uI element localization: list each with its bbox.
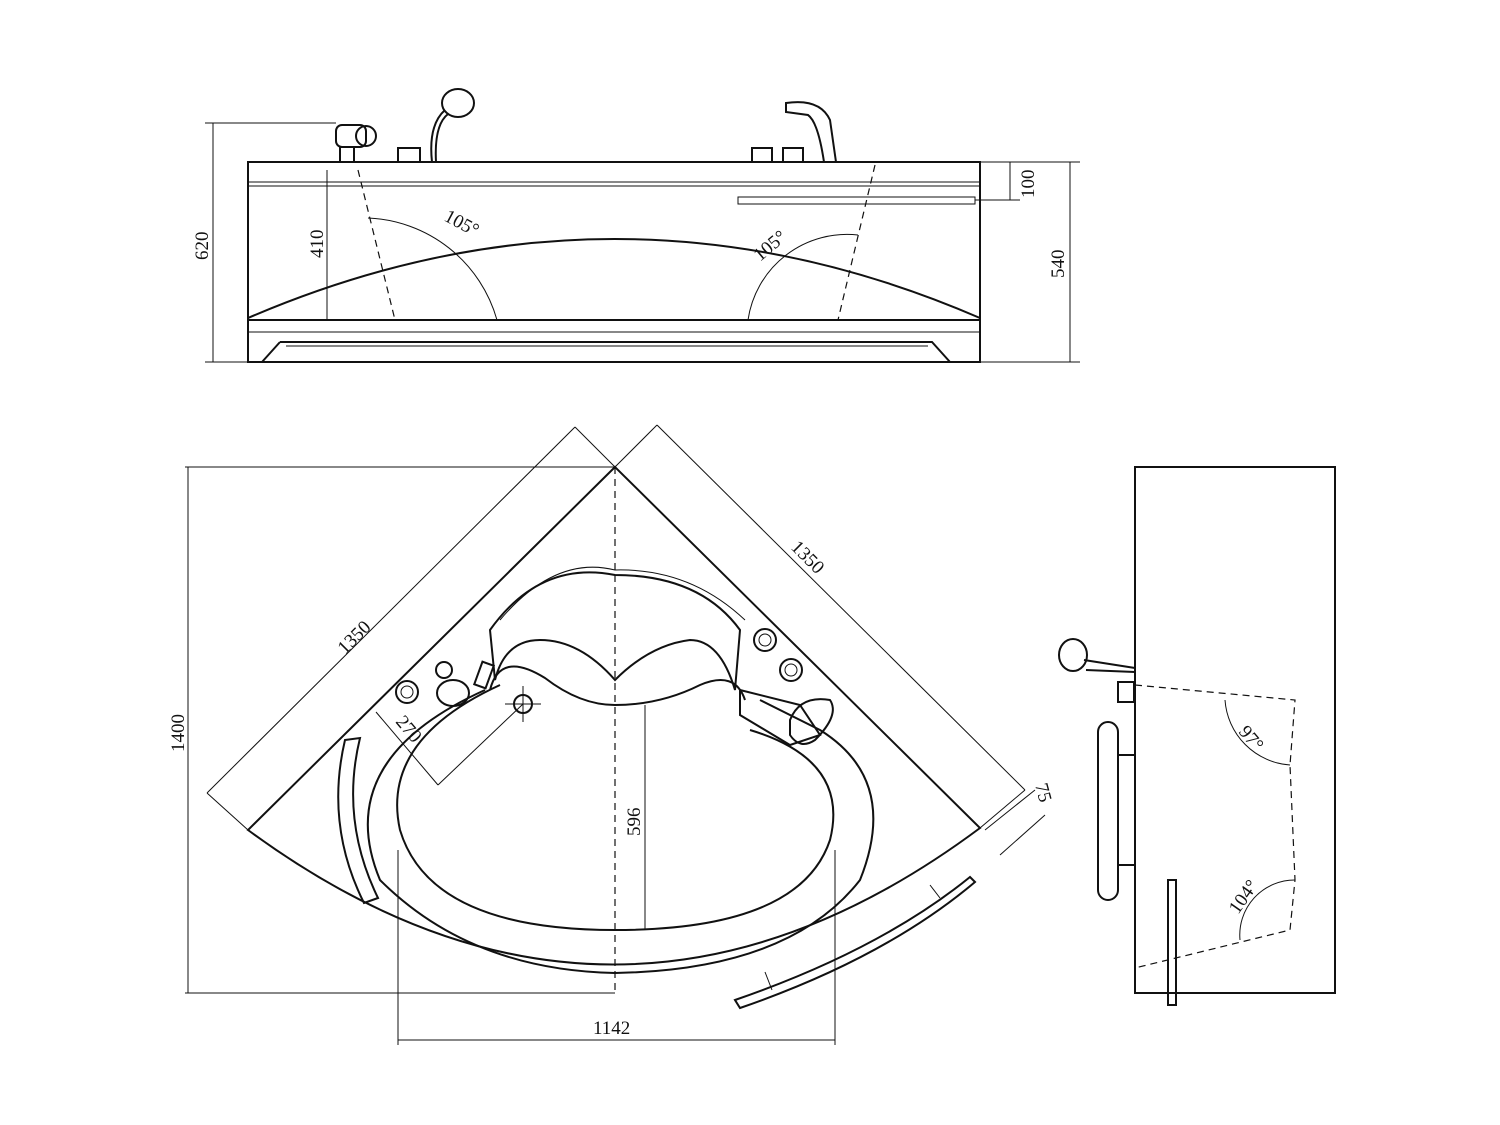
side-view: 97° 104° [1058, 466, 1336, 1006]
dim-1142: 1142 [593, 1018, 630, 1039]
hand-shower-icon [1058, 638, 1136, 673]
faucet-icon [335, 124, 377, 163]
valve-icon [395, 628, 803, 704]
angle-104: 104° [1225, 876, 1263, 918]
valve-icon [397, 147, 804, 163]
handle-bar [1167, 879, 1177, 1006]
dim-75: 75 [1030, 781, 1055, 805]
spout-icon [789, 698, 834, 745]
faucet-icon [435, 661, 470, 707]
dim-540: 540 [1048, 250, 1069, 279]
angle-97: 97° [1234, 722, 1267, 756]
dim-596: 596 [624, 808, 645, 837]
dim-1400: 1400 [168, 714, 189, 752]
front-view: 620 410 105° 105° 100 540 [192, 88, 1080, 363]
plan-view: 1400 1350 1350 [168, 424, 1055, 1045]
dim-1350-right: 1350 [786, 537, 828, 579]
valve-icon [1117, 681, 1135, 703]
dim-1350-left: 1350 [334, 617, 376, 659]
dim-620: 620 [192, 232, 213, 261]
hand-shower-icon [430, 88, 475, 163]
spout-icon [785, 101, 838, 163]
angle-105-left: 105° [441, 206, 483, 241]
dim-410: 410 [307, 230, 328, 259]
grab-bar-icon [1097, 721, 1135, 901]
dim-100: 100 [1018, 170, 1039, 199]
angle-105-right: 105° [750, 227, 791, 266]
